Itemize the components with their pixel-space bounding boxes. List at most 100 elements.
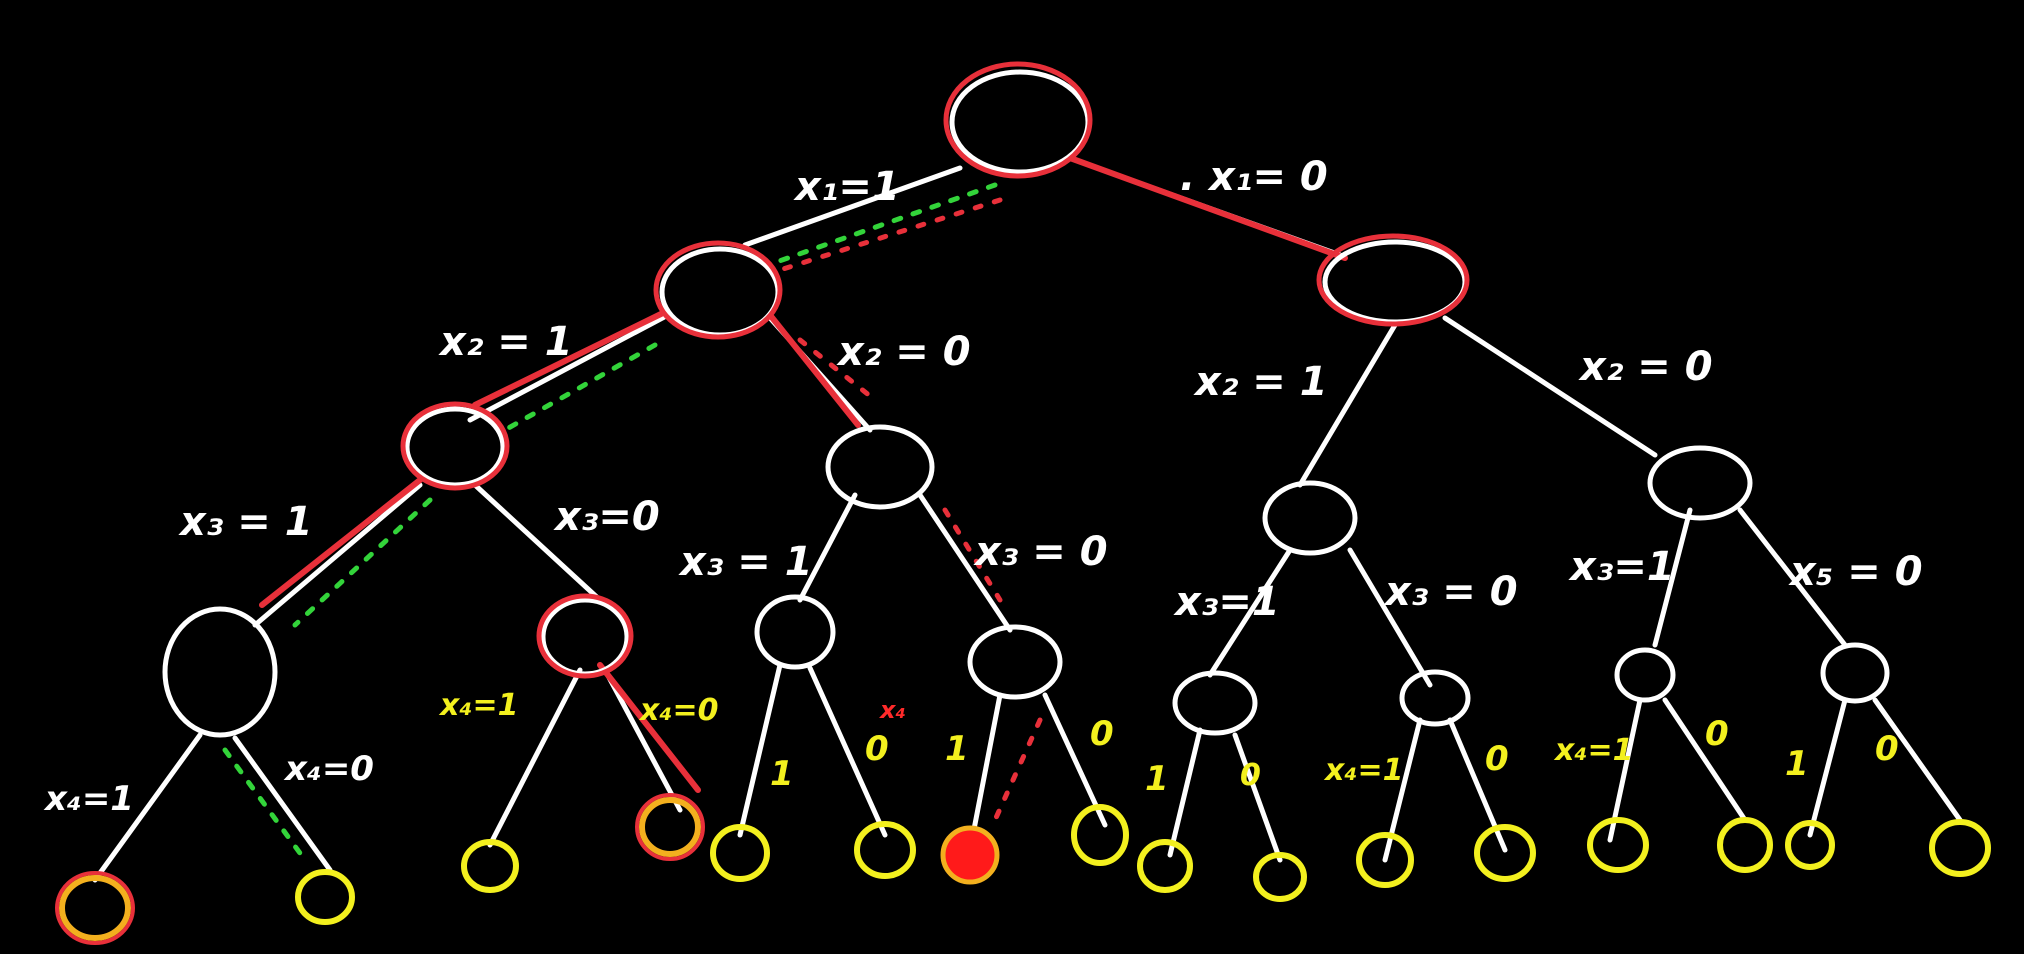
leaf-4-red [635, 793, 705, 861]
edge-n3-n8 [472, 482, 603, 603]
node-root-red [943, 61, 1093, 179]
red-edge-n8-leaf4 [597, 662, 701, 793]
red-edge-n1-n3 [472, 309, 668, 408]
green-dots-n7-leaf2 [222, 747, 308, 863]
label-n3-left: x₃ = 1 [178, 499, 313, 545]
edge-n13-leaf13 [1607, 697, 1643, 843]
leaf-3 [461, 839, 519, 893]
edge-n4-n10 [917, 492, 1013, 633]
leaf-16 [1929, 819, 1991, 877]
label-root-left: x₁=1 [793, 164, 900, 210]
label-n5-left: x₃=1 [1173, 579, 1280, 625]
leaf-1-red [55, 871, 135, 945]
label-n6-right: x₅ = 0 [1788, 549, 1923, 595]
label-n5-right: x₃ = 0 [1383, 569, 1518, 615]
label-l2-right: x₄=0 [638, 693, 719, 728]
red-dotted-path [777, 197, 1043, 823]
leaf-6 [854, 821, 916, 879]
label-l6-right: 0 [1485, 739, 1509, 779]
leaf-7-filled [940, 825, 1000, 885]
node-n2-red [1316, 233, 1470, 327]
edge-n10-leaf8 [1042, 692, 1108, 828]
label-l4-left-var: x₄ [879, 696, 906, 724]
node-n13 [1614, 647, 1676, 703]
edge-n13-leaf14 [1662, 697, 1748, 823]
green-dotted-path [222, 182, 998, 863]
edge-n14-leaf15 [1807, 697, 1848, 838]
leaf-13 [1587, 817, 1649, 873]
edge-labels: x₁=1 . x₁= 0 x₂ = 1 x₂ = 0 x₂ = 1 x₂ = 0… [43, 154, 1923, 819]
leaf-11 [1356, 832, 1414, 888]
edge-n9-leaf5 [737, 662, 783, 838]
red-dots-root-n1 [777, 197, 1003, 273]
node-n4 [825, 424, 935, 510]
node-n10 [967, 624, 1063, 700]
label-l1-left: x₄=1 [43, 779, 134, 819]
edge-n7-leaf2 [232, 735, 333, 873]
node-n7 [162, 606, 278, 738]
edge-n5-n12 [1347, 547, 1433, 688]
label-l7-left: x₄=1 [1553, 733, 1634, 768]
label-l7-right: 0 [1705, 714, 1729, 754]
edge-n3-n7 [252, 482, 423, 628]
label-l3-left: 1 [770, 754, 794, 794]
leaf-10 [1253, 852, 1307, 902]
node-n12 [1399, 669, 1471, 727]
label-l1-right: x₄=0 [283, 749, 374, 789]
green-dots-root-n1 [765, 182, 998, 268]
edge-n6-n14 [1737, 507, 1848, 648]
label-l3-right: 0 [865, 729, 889, 769]
edge-n2-n5 [1297, 322, 1398, 488]
label-l6-left: x₄=1 [1323, 753, 1404, 788]
node-n9 [754, 594, 836, 670]
edge-n2-n6 [1442, 315, 1658, 458]
edge-n6-n13 [1652, 507, 1693, 648]
leaf-12 [1474, 824, 1536, 882]
label-l8-left: 1 [1785, 744, 1809, 784]
edge-n10-leaf7 [967, 692, 1003, 853]
leaf-14 [1717, 817, 1773, 873]
edge-n11-leaf10 [1232, 732, 1283, 863]
red-path [259, 155, 1348, 793]
label-l8-right: 0 [1875, 729, 1899, 769]
label-n4-left: x₃ = 1 [678, 539, 813, 585]
label-l5-right: 0 [1240, 758, 1261, 793]
leaf-8 [1071, 804, 1129, 866]
red-dots-n4-n10 [942, 507, 1003, 603]
label-n2-right: x₂ = 0 [1578, 344, 1713, 390]
edge-n8-leaf3 [487, 667, 583, 848]
label-l2-left: x₄=1 [438, 688, 519, 723]
edge-root-n1 [742, 165, 963, 248]
red-edge-n1-n4 [767, 312, 861, 428]
internal-nodes [162, 61, 1890, 738]
node-n8-red [536, 593, 634, 679]
edge-n5-n11 [1207, 547, 1293, 678]
tree-edges [92, 157, 1963, 883]
leaf-2 [295, 869, 355, 925]
edge-n7-leaf1 [92, 732, 203, 883]
node-n5 [1262, 480, 1358, 556]
node-n6 [1647, 445, 1753, 521]
label-root-right: . x₁= 0 [1180, 154, 1328, 200]
label-n1-left: x₂ = 1 [438, 319, 573, 365]
label-n1-right: x₂ = 0 [836, 329, 971, 375]
label-l4-right: 0 [1090, 714, 1114, 754]
node-n11 [1172, 670, 1258, 736]
edge-n4-n9 [797, 492, 858, 603]
node-n3 [404, 406, 506, 488]
green-dots-n1-n3 [502, 342, 658, 433]
leaf-15 [1785, 820, 1835, 870]
edge-n8-leaf4 [602, 667, 683, 813]
label-l4-left: 1 [945, 729, 969, 769]
label-n2-left: x₂ = 1 [1193, 359, 1328, 405]
leaf-1 [59, 875, 131, 941]
label-n6-left: x₃=1 [1568, 544, 1675, 590]
label-n4-right: x₃ = 0 [973, 529, 1108, 575]
node-n1-red [653, 240, 783, 340]
edge-n1-n3 [467, 312, 671, 423]
edge-n11-leaf9 [1167, 727, 1203, 858]
leaf-9 [1137, 839, 1193, 893]
leaf-4 [639, 797, 701, 857]
